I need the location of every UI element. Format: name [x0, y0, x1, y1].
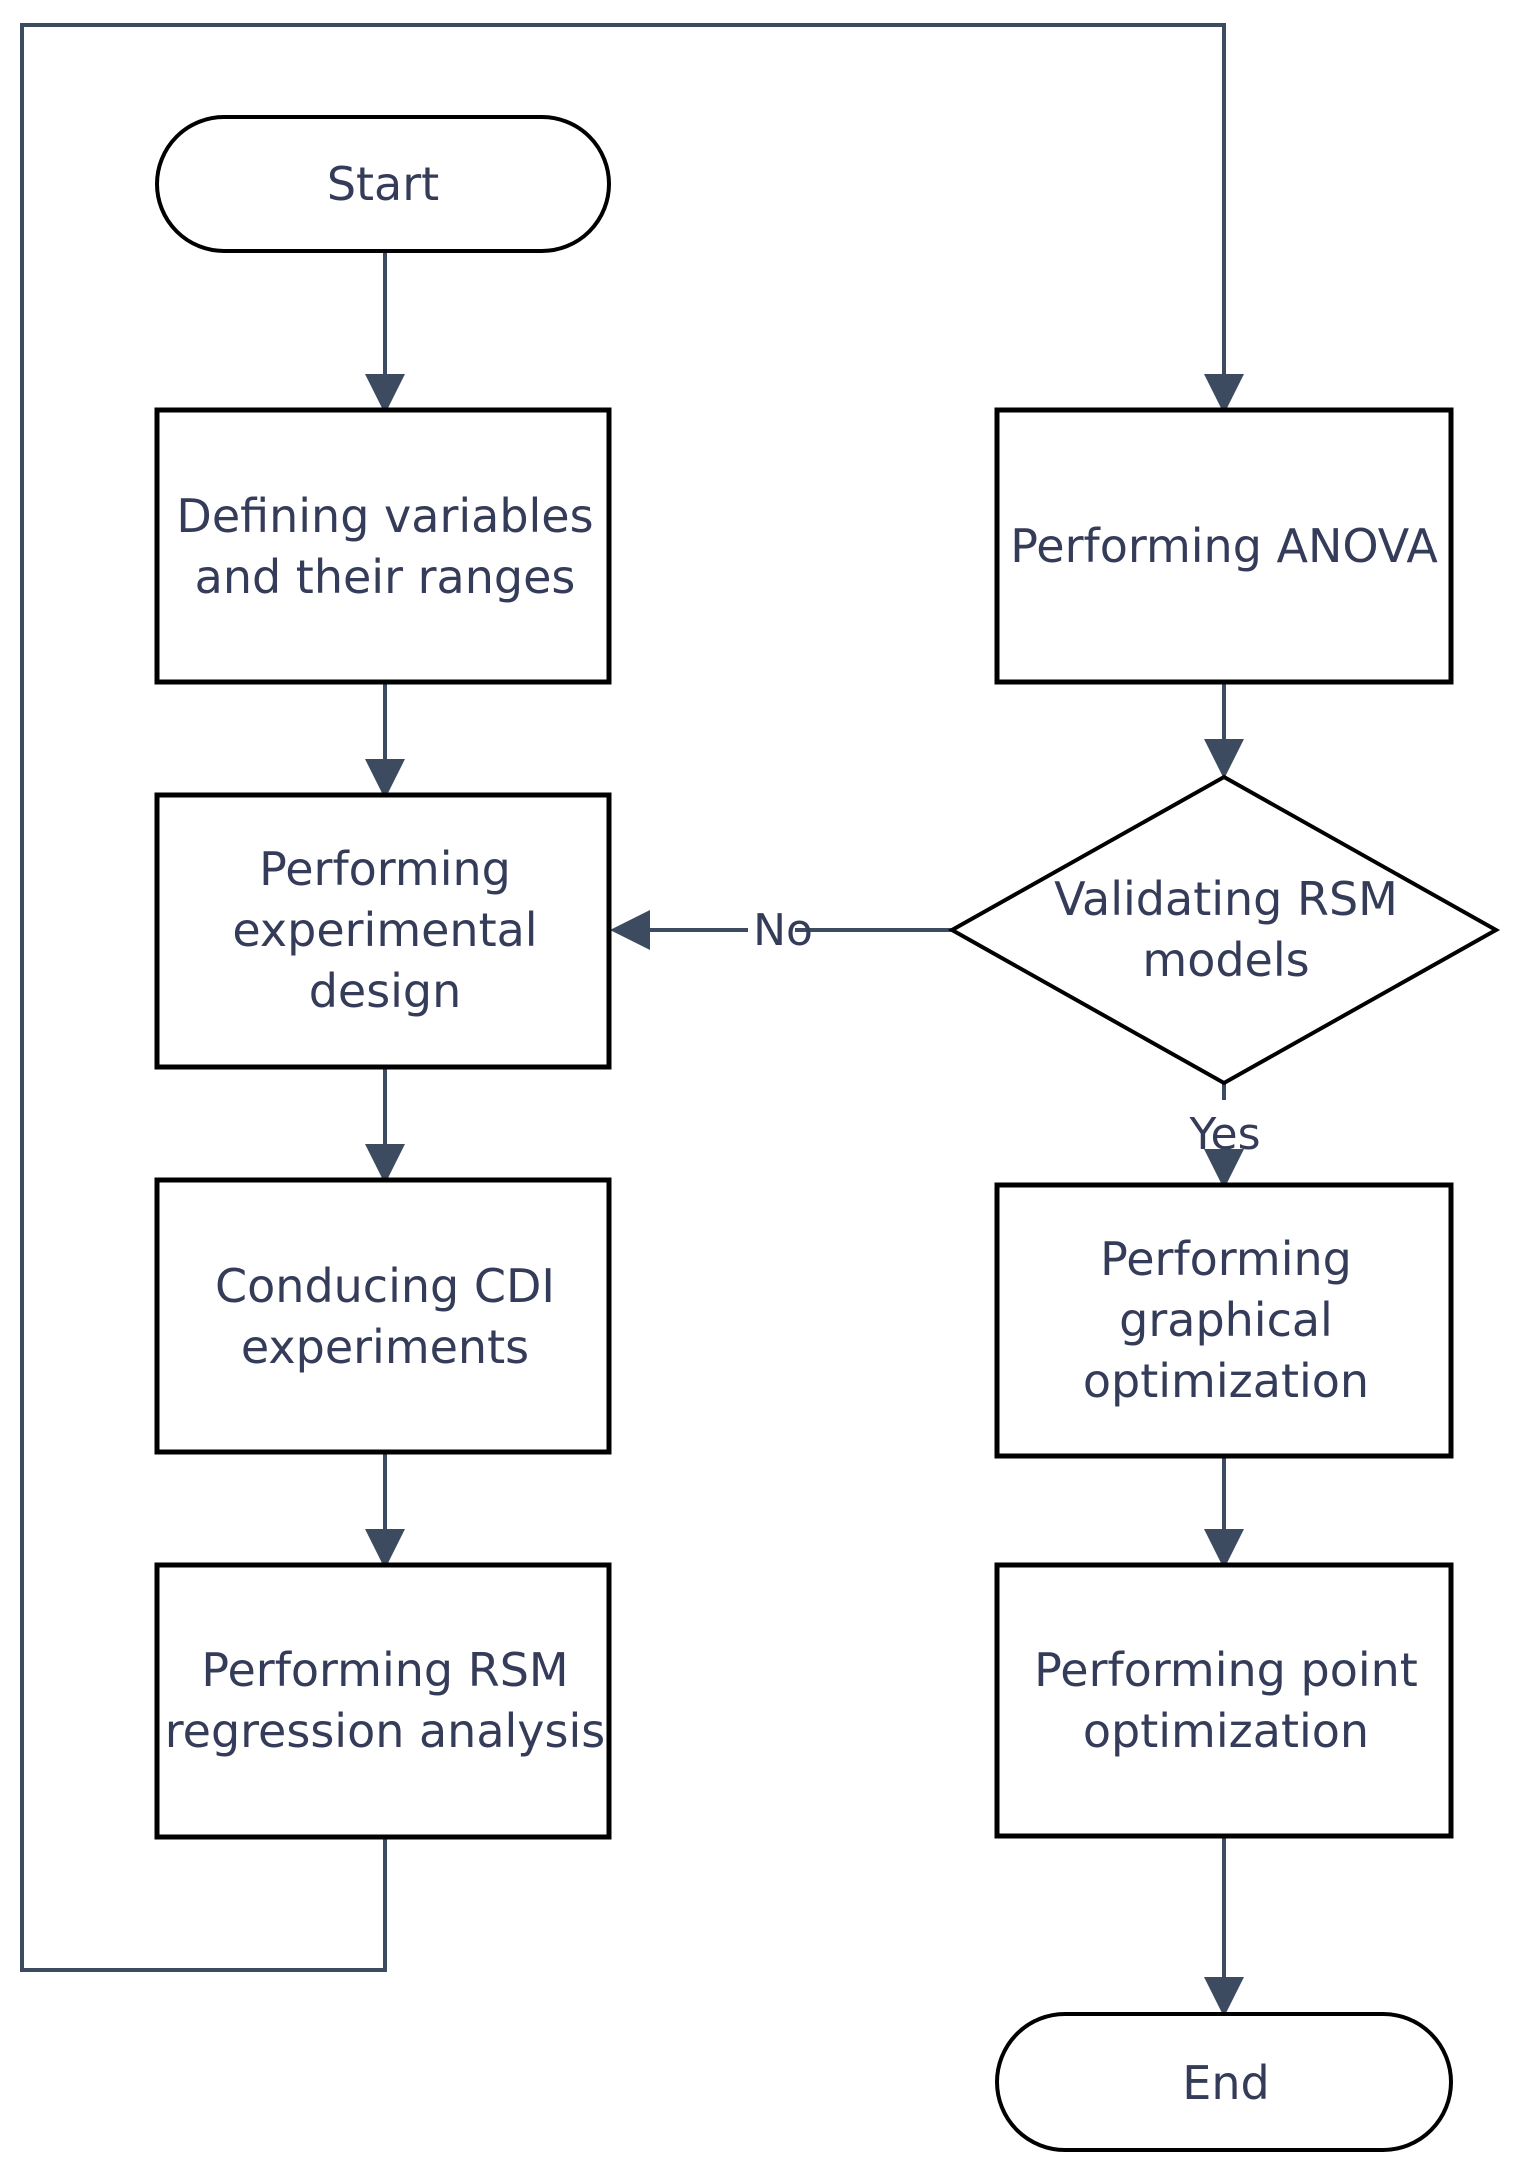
- edge-label-no: No: [753, 905, 813, 956]
- anova-box: [994, 407, 1454, 685]
- graphical-optimization-box: [994, 1182, 1454, 1459]
- point-optimization-line-1: Performing point: [1034, 1643, 1418, 1697]
- graphical-optimization-line-1: Performing: [1100, 1232, 1352, 1286]
- experimental-design-line-2: experimental: [232, 903, 537, 957]
- cdi-experiments-line-2: experiments: [241, 1320, 529, 1374]
- anova-label: Performing ANOVA: [1010, 519, 1438, 573]
- experimental-design-line-1: Performing: [259, 842, 511, 896]
- define-variables-box: [154, 407, 612, 685]
- node-labels: Start Defining variables and their range…: [165, 157, 1439, 2110]
- nodes: [154, 115, 1501, 2152]
- end-label: End: [1182, 2056, 1269, 2110]
- point-optimization-line-2: optimization: [1083, 1704, 1369, 1758]
- connectors: [20, 23, 1244, 2017]
- experimental-design-line-3: design: [309, 964, 462, 1018]
- start-terminal: [155, 115, 611, 253]
- rsm-regression-box: [154, 1562, 612, 1840]
- start-label: Start: [327, 157, 439, 211]
- graphical-optimization-line-2: graphical: [1119, 1293, 1333, 1347]
- validate-rsm-line-1: Validating RSM: [1054, 872, 1398, 926]
- define-variables-line-2: and their ranges: [195, 550, 576, 604]
- experimental-design-box: [154, 792, 612, 1070]
- end-terminal: [995, 2012, 1453, 2152]
- graphical-optimization-line-3: optimization: [1083, 1354, 1369, 1408]
- edge-labels: No Yes: [753, 905, 1260, 1160]
- edge-label-yes: Yes: [1188, 1109, 1260, 1160]
- rsm-regression-line-1: Performing RSM: [201, 1643, 568, 1697]
- define-variables-line-1: Defining variables: [176, 489, 593, 543]
- validate-rsm-diamond: [947, 774, 1501, 1086]
- point-optimization-box: [994, 1562, 1454, 1839]
- cdi-experiments-line-1: Conducing CDI: [215, 1259, 555, 1313]
- cdi-experiments-box: [154, 1177, 612, 1455]
- validate-rsm-line-2: models: [1142, 933, 1309, 987]
- arrow-regression-to-anova: [20, 23, 1244, 1972]
- rsm-regression-line-2: regression analysis: [165, 1704, 605, 1758]
